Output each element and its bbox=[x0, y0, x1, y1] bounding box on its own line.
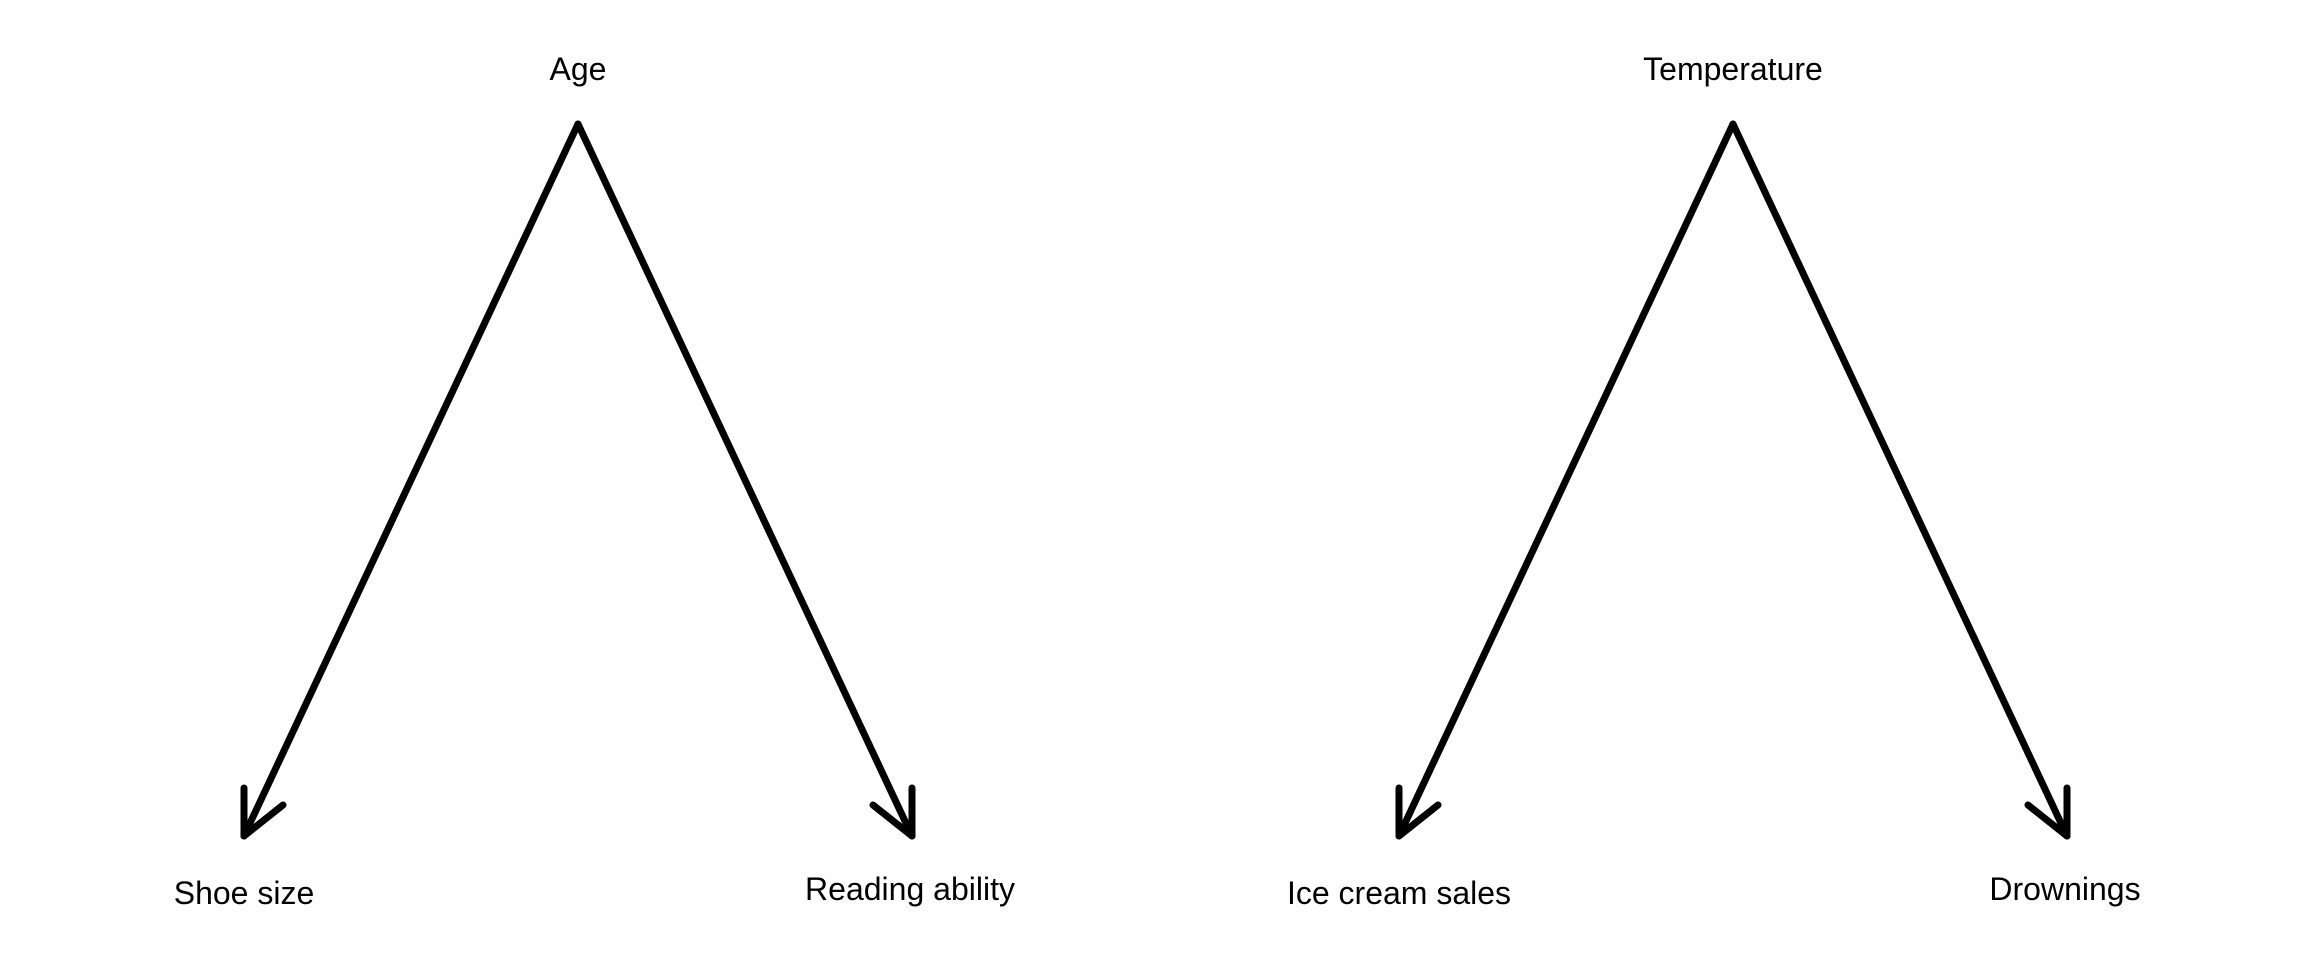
arrowhead-icon bbox=[869, 784, 916, 840]
edge-age-to-shoe-size bbox=[240, 120, 582, 840]
node-temperature: Temperature bbox=[1643, 51, 1823, 87]
arrowhead-icon bbox=[2024, 784, 2071, 840]
edge-temperature-to-ice-cream-sales bbox=[1395, 120, 1737, 840]
node-reading-ability: Reading ability bbox=[805, 871, 1015, 907]
node-drownings: Drownings bbox=[1989, 871, 2140, 907]
diagram-age: Age Shoe size Reading ability bbox=[174, 51, 1015, 911]
diagram-temperature: Temperature Ice cream sales Drownings bbox=[1287, 51, 2141, 911]
node-shoe-size: Shoe size bbox=[174, 875, 315, 911]
arrowhead-icon bbox=[1395, 784, 1442, 840]
node-ice-cream-sales: Ice cream sales bbox=[1287, 875, 1511, 911]
node-age: Age bbox=[550, 51, 607, 87]
edge-age-to-reading-ability bbox=[574, 120, 916, 840]
arrowhead-icon bbox=[240, 784, 287, 840]
edge-temperature-to-drownings bbox=[1729, 120, 2071, 840]
